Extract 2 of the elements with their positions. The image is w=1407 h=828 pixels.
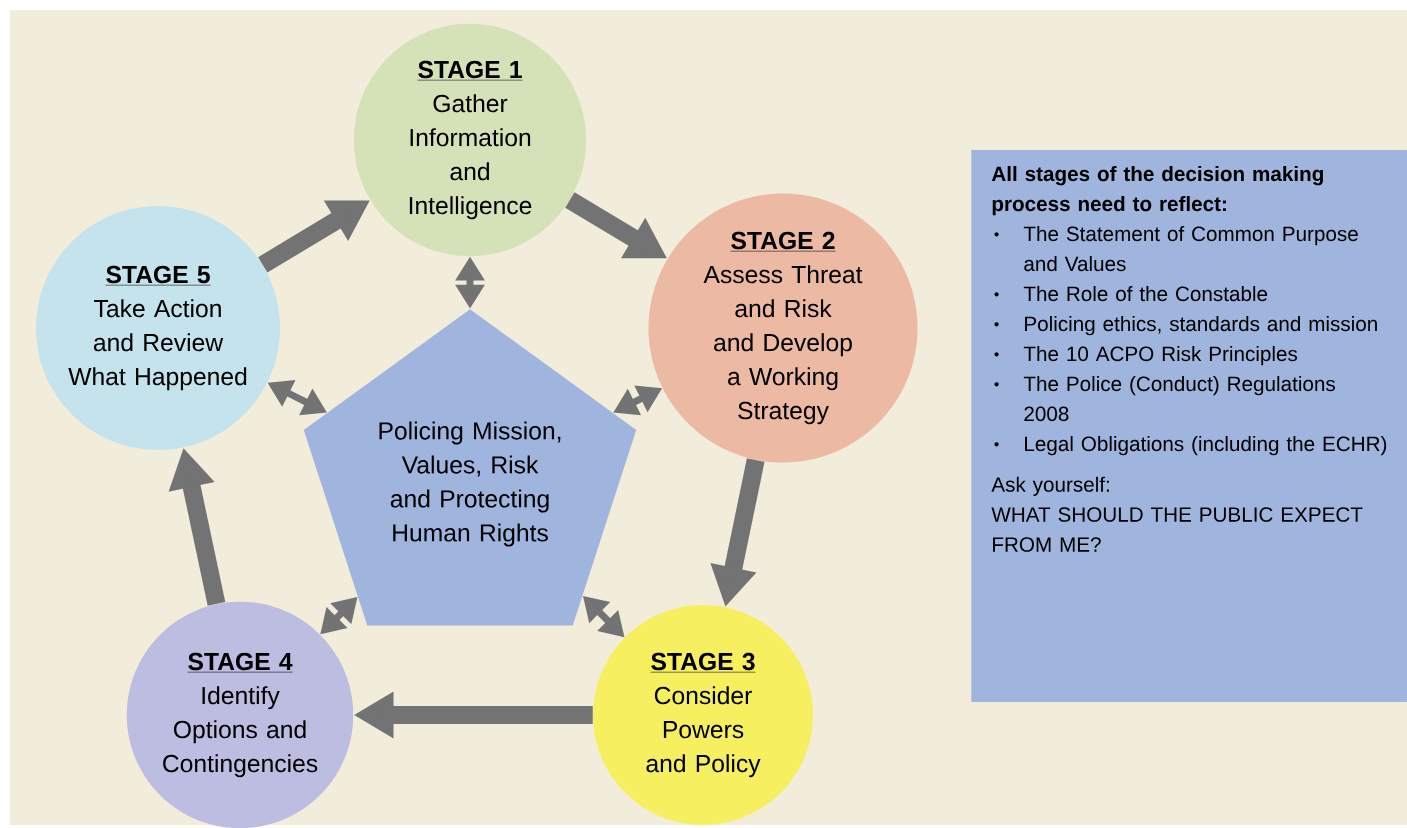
info-panel: All stages of the decision making process need to reflect: The Statement of Common Purpose and Values The Role of the Constable Policing ethics, standards and mission The 10 ACPO Risk Principles The Police (Conduct) Regulations 2008 Legal Obligations (including the ECHR) Ask yourself: WHAT SHOULD THE PUBLIC EXPECT FROM ME? [971,150,1407,702]
center-pentagon: Policing Mission, Values, Risk and Protecting Human Rights [303,309,637,626]
